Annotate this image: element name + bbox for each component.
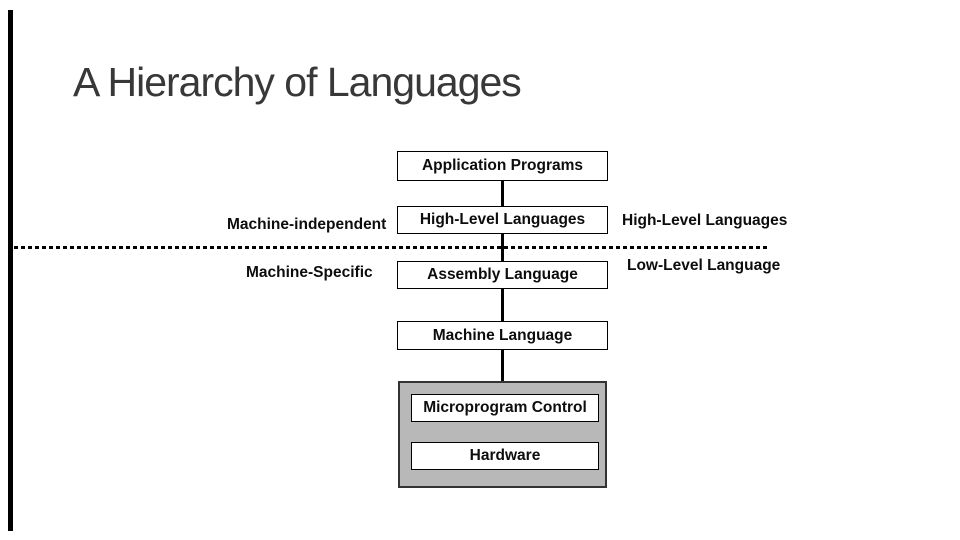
box-microprogram-control: Microprogram Control	[411, 394, 599, 422]
box-hardware-label: Hardware	[469, 447, 541, 464]
hardware-group: Microprogram Control Hardware	[398, 381, 607, 488]
connector-application-to-highlevel	[501, 181, 504, 207]
machine-boundary-dashed-line	[14, 246, 770, 249]
slide-title: A Hierarchy of Languages	[73, 59, 522, 105]
box-microprogram-control-label: Microprogram Control	[423, 399, 587, 416]
connector-machine-to-hardware-group	[501, 350, 504, 382]
label-low-level-language-right: Low-Level Language	[627, 257, 781, 274]
label-high-level-languages-right: High-Level Languages	[622, 212, 788, 229]
box-hardware: Hardware	[411, 442, 599, 470]
connector-assembly-to-machine	[501, 288, 504, 322]
box-application-programs-label: Application Programs	[421, 157, 584, 174]
box-assembly-language: Assembly Language	[397, 261, 608, 289]
box-assembly-language-label: Assembly Language	[427, 266, 578, 283]
label-machine-independent: Machine-independent	[227, 216, 387, 233]
box-high-level-languages: High-Level Languages	[397, 206, 608, 234]
box-machine-language: Machine Language	[397, 321, 608, 350]
left-accent-bar	[8, 10, 13, 531]
box-application-programs: Application Programs	[397, 151, 608, 181]
label-machine-specific: Machine-Specific	[246, 264, 373, 281]
box-high-level-languages-label: High-Level Languages	[419, 211, 586, 228]
box-machine-language-label: Machine Language	[432, 326, 573, 344]
